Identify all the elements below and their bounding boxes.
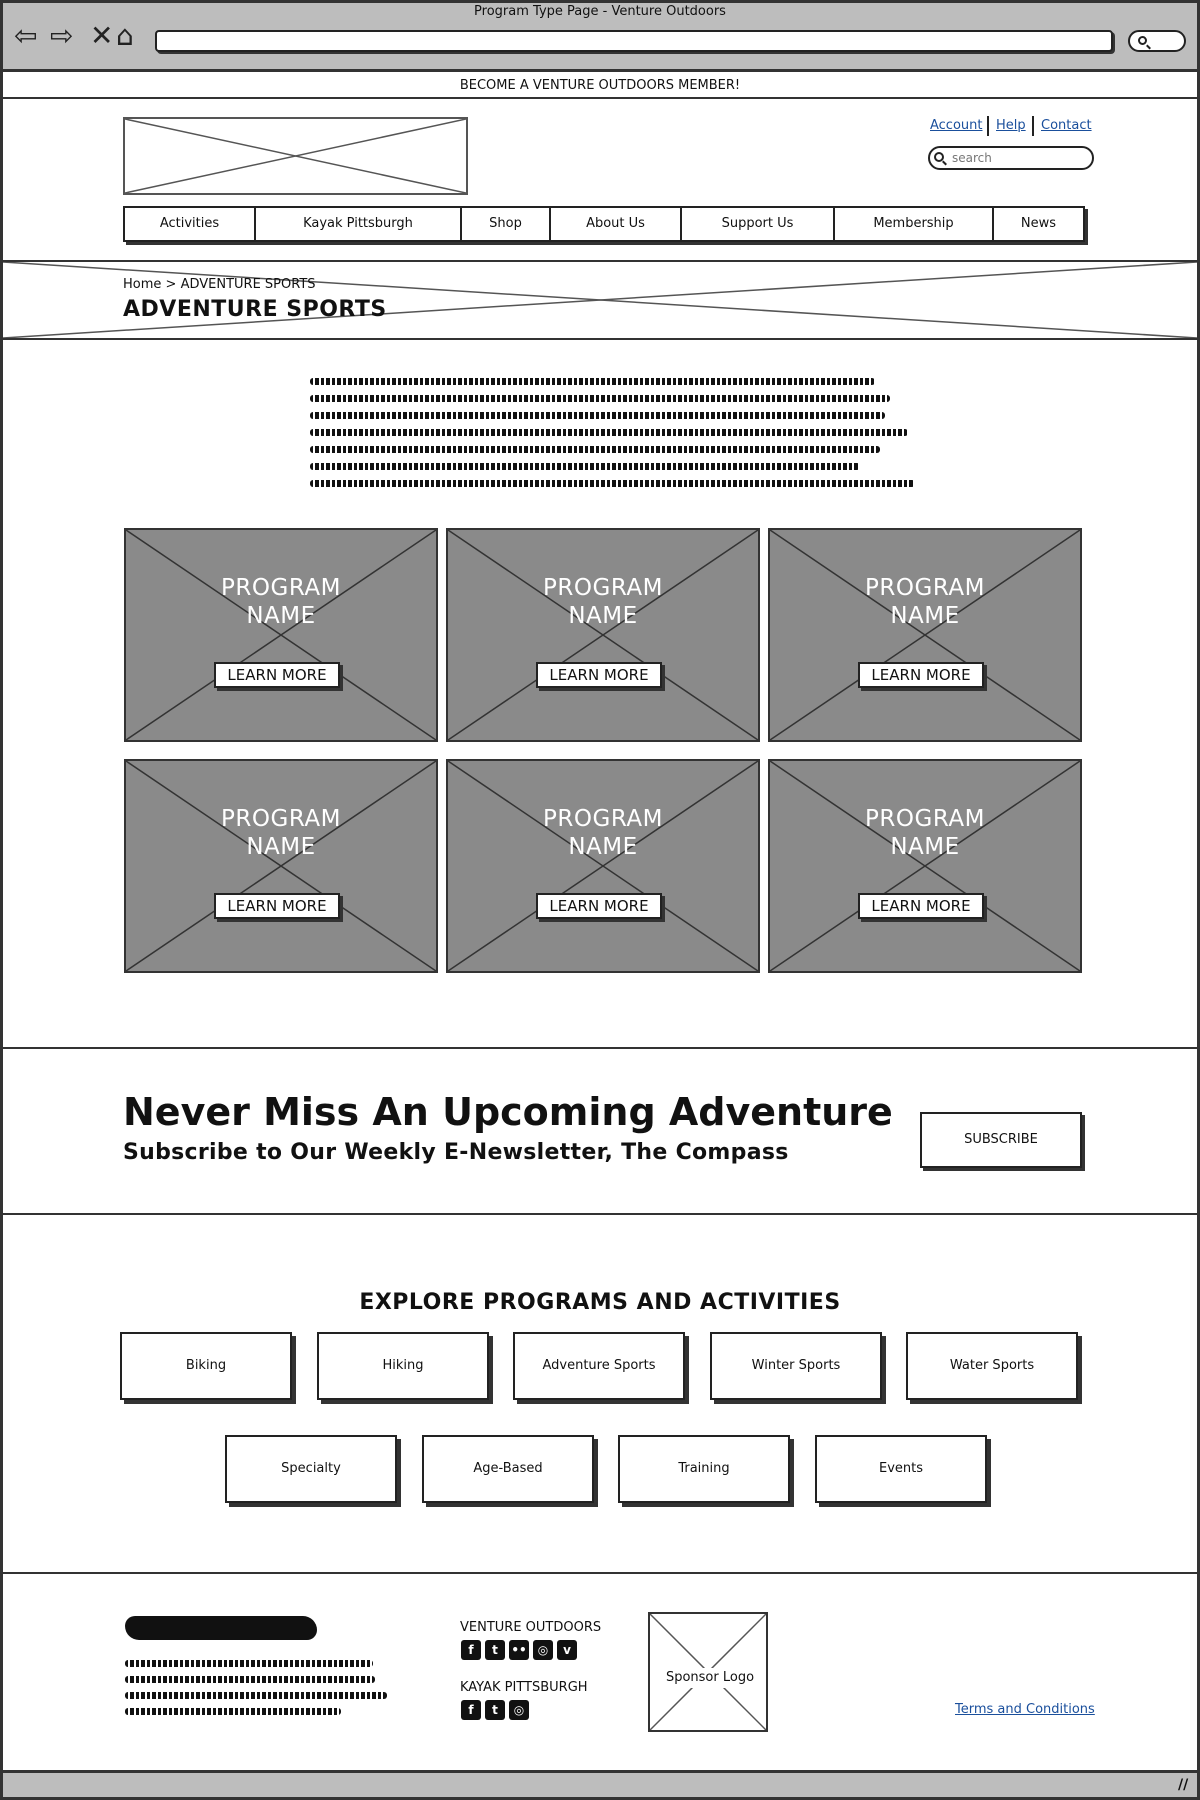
category-button-age-based[interactable]: Age-Based	[422, 1435, 594, 1503]
facebook-icon[interactable]: f	[461, 1700, 481, 1720]
category-button-adventure-sports[interactable]: Adventure Sports	[513, 1332, 685, 1400]
search-input[interactable]: search	[928, 146, 1094, 170]
subscribe-button[interactable]: SUBSCRIBE	[920, 1112, 1082, 1168]
sponsor-logo[interactable]: Sponsor Logo	[648, 1612, 768, 1732]
category-button-biking[interactable]: Biking	[120, 1332, 292, 1400]
hero-image	[3, 262, 1197, 338]
twitter-icon[interactable]: t	[485, 1700, 505, 1720]
nav-item-news[interactable]: News	[1020, 216, 1057, 231]
footer-text-placeholder	[125, 1660, 395, 1722]
vimeo-icon[interactable]: v	[557, 1640, 577, 1660]
category-button-specialty[interactable]: Specialty	[225, 1435, 397, 1503]
site-logo[interactable]	[123, 117, 468, 195]
divider	[0, 338, 1200, 340]
breadcrumb-home[interactable]: Home	[123, 277, 162, 292]
breadcrumb-current: ADVENTURE SPORTS	[180, 277, 316, 292]
link-separator	[987, 116, 989, 136]
search-icon	[1138, 36, 1147, 45]
category-button-water-sports[interactable]: Water Sports	[906, 1332, 1078, 1400]
url-bar[interactable]	[155, 30, 1113, 52]
category-button-hiking[interactable]: Hiking	[317, 1332, 489, 1400]
newsletter-subtitle: Subscribe to Our Weekly E-Newsletter, Th…	[123, 1140, 789, 1165]
help-link[interactable]: Help	[996, 118, 1026, 133]
nav-item-kayak-pittsburgh[interactable]: Kayak Pittsburgh	[256, 208, 462, 240]
nav-item-shop[interactable]: Shop	[462, 208, 551, 240]
flickr-icon[interactable]: ••	[509, 1640, 529, 1660]
forward-icon[interactable]: ⇨	[50, 19, 74, 52]
divider	[0, 260, 1200, 262]
resize-grip-icon[interactable]: //	[1178, 1777, 1189, 1793]
explore-title: EXPLORE PROGRAMS AND ACTIVITIES	[359, 1290, 841, 1315]
learn-more-button[interactable]: LEARN MORE	[858, 893, 984, 919]
divider	[0, 97, 1200, 99]
terms-link[interactable]: Terms and Conditions	[955, 1702, 1095, 1717]
learn-more-button[interactable]: LEARN MORE	[214, 662, 340, 688]
back-icon[interactable]: ⇦	[14, 19, 38, 52]
divider	[0, 1213, 1200, 1215]
category-button-events[interactable]: Events	[815, 1435, 987, 1503]
category-button-winter-sports[interactable]: Winter Sports	[710, 1332, 882, 1400]
breadcrumb-separator: >	[165, 277, 177, 292]
contact-link[interactable]: Contact	[1041, 118, 1092, 133]
browser-search-field[interactable]	[1128, 30, 1186, 52]
nav-item-membership[interactable]: Membership	[835, 208, 994, 240]
instagram-icon[interactable]: ◎	[533, 1640, 553, 1660]
twitter-icon[interactable]: t	[485, 1640, 505, 1660]
breadcrumb: Home > ADVENTURE SPORTS	[123, 277, 316, 292]
divider	[0, 1047, 1200, 1049]
kayak-pittsburgh-label: KAYAK PITTSBURGH	[460, 1680, 588, 1695]
facebook-icon[interactable]: f	[461, 1640, 481, 1660]
learn-more-button[interactable]: LEARN MORE	[858, 662, 984, 688]
sponsor-logo-label: Sponsor Logo	[664, 1668, 756, 1688]
nav-item-activities[interactable]: Activities	[125, 208, 256, 240]
divider	[0, 1572, 1200, 1574]
footer-logo-placeholder	[125, 1616, 317, 1640]
home-icon[interactable]: ⌂	[116, 19, 134, 52]
search-placeholder: search	[952, 151, 992, 165]
newsletter-title: Never Miss An Upcoming Adventure	[123, 1090, 893, 1134]
main-nav: Activities Kayak Pittsburgh Shop About U…	[123, 206, 1085, 242]
instagram-icon[interactable]: ◎	[509, 1700, 529, 1720]
search-icon	[934, 152, 944, 162]
window-title: Program Type Page - Venture Outdoors	[474, 4, 726, 19]
learn-more-button[interactable]: LEARN MORE	[536, 662, 662, 688]
account-link[interactable]: Account	[930, 118, 983, 133]
learn-more-button[interactable]: LEARN MORE	[536, 893, 662, 919]
intro-text-placeholder	[310, 378, 915, 487]
category-button-training[interactable]: Training	[618, 1435, 790, 1503]
venture-outdoors-label: VENTURE OUTDOORS	[460, 1620, 602, 1635]
status-bar	[0, 1770, 1200, 1800]
page-frame	[0, 72, 1200, 1772]
close-icon[interactable]: ✕	[90, 19, 114, 52]
nav-item-support-us[interactable]: Support Us	[682, 208, 835, 240]
learn-more-button[interactable]: LEARN MORE	[214, 893, 340, 919]
member-banner[interactable]: BECOME A VENTURE OUTDOORS MEMBER!	[459, 78, 741, 93]
page-title: ADVENTURE SPORTS	[123, 297, 387, 322]
link-separator	[1032, 116, 1034, 136]
nav-item-about-us[interactable]: About Us	[551, 208, 682, 240]
